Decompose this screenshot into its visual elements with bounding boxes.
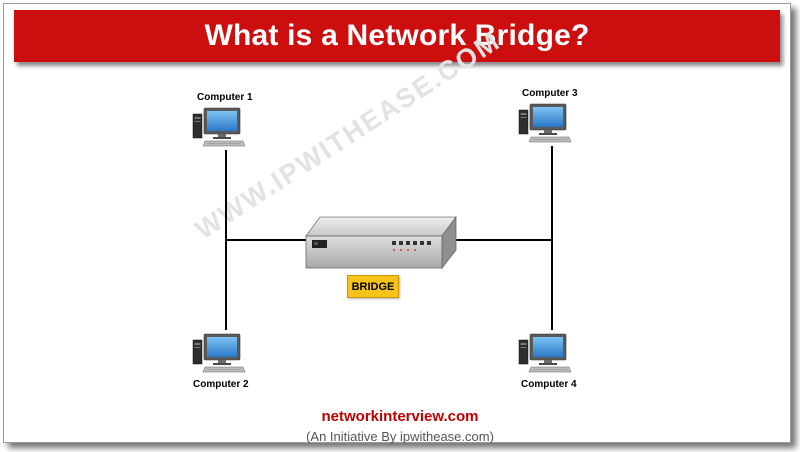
computer-3-desktop-computer-icon [518,103,572,143]
title-banner: What is a Network Bridge? [14,10,780,62]
network-bridge-icon [305,215,457,270]
computer-4-label: Computer 4 [521,379,577,390]
computer-2-label: Computer 2 [193,379,249,390]
footer-tagline: (An Initiative By ipwithease.com) [306,429,494,444]
computer-4-desktop-computer-icon [518,333,572,373]
bridge-label: BRIDGE [347,275,399,298]
footer-site-name: networkinterview.com [321,408,479,425]
computer-2-desktop-computer-icon [192,333,246,373]
computer-3-label: Computer 3 [522,88,578,99]
connection-lines [225,146,553,330]
computer-1-label: Computer 1 [197,92,253,103]
computer-1-desktop-computer-icon [192,107,246,147]
page-title: What is a Network Bridge? [204,19,590,52]
